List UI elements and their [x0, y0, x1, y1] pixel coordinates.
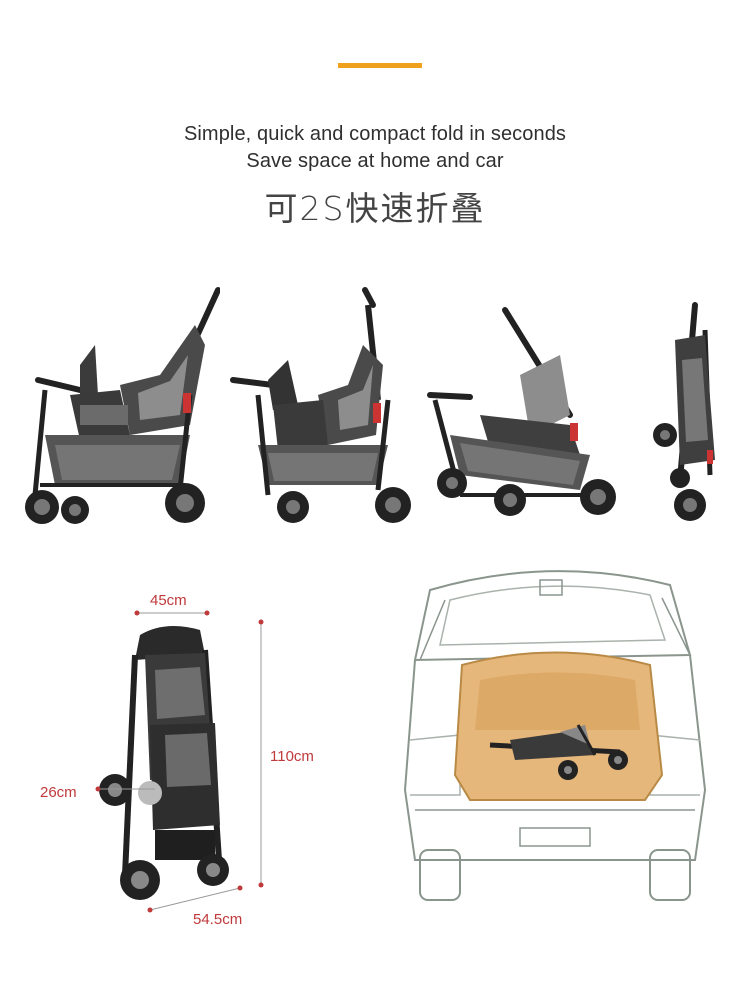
- headline-line-2: Save space at home and car: [246, 150, 504, 172]
- headline-line-1: Simple, quick and compact fold in second…: [183, 123, 567, 145]
- headline-chinese: 可2S快速折叠: [264, 189, 486, 228]
- width-dimension-label: 45cm: [150, 592, 187, 609]
- depth-dimension-label: 26cm: [40, 784, 77, 801]
- fold-stage-4-stroller: [650, 300, 730, 525]
- fold-stage-1-stroller: [20, 285, 220, 530]
- height-dimension-label: 110cm: [270, 748, 314, 765]
- car-trunk-illustration: [400, 560, 710, 905]
- fold-stage-3-stroller: [420, 305, 620, 530]
- fold-stage-2-stroller: [228, 285, 418, 530]
- folded-stroller: [95, 615, 245, 915]
- length-dimension-label: 54.5cm: [193, 911, 243, 928]
- accent-bar: [338, 63, 422, 68]
